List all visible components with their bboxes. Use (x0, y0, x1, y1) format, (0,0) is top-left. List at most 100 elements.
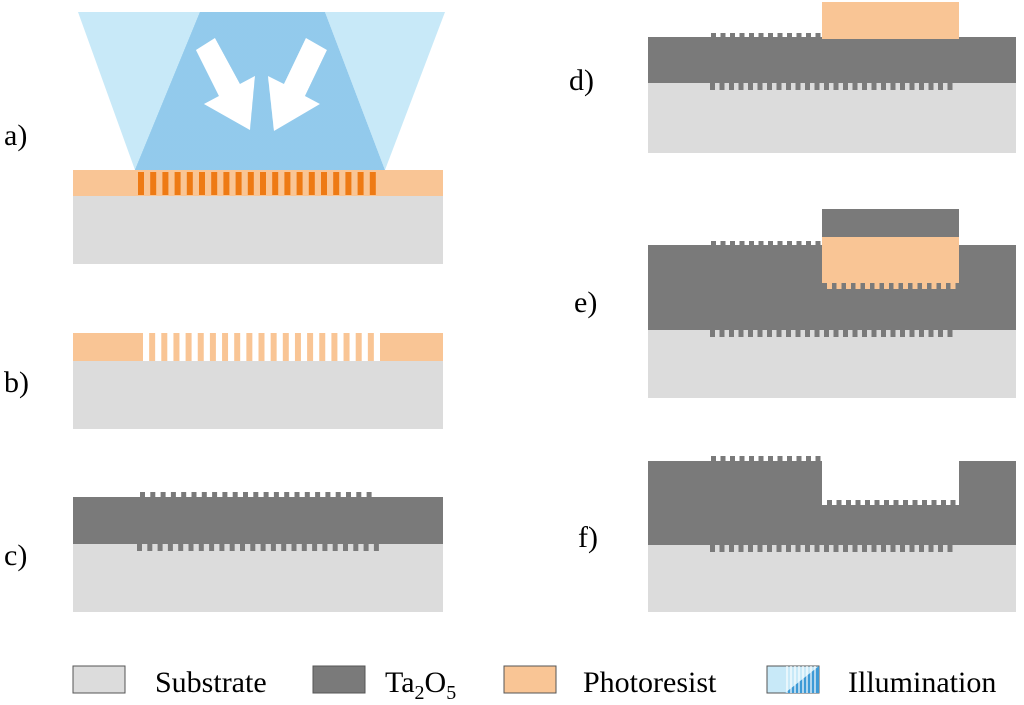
grating-tooth (884, 283, 889, 289)
grating-tooth (871, 545, 877, 552)
grating-tooth (335, 492, 341, 498)
grating-tooth (366, 492, 372, 498)
grating-tooth (855, 283, 861, 289)
ta2o5-cap-e (822, 209, 959, 237)
grating-tooth (805, 545, 810, 552)
grating-tooth (786, 545, 791, 552)
resist-grating-line (173, 333, 180, 361)
resist-grating-line (270, 333, 277, 361)
legend-label-photoresist: Photoresist (583, 666, 717, 699)
photoresist-block-e (822, 237, 959, 283)
grating-tooth (787, 241, 792, 246)
grating-tooth (711, 456, 716, 462)
grating-tooth (776, 330, 782, 337)
grating-tooth (711, 33, 716, 38)
grating-tooth (738, 83, 744, 90)
grating-tooth (871, 330, 877, 337)
panel-b-label: b) (4, 366, 29, 399)
grating-tooth (240, 544, 245, 551)
arrow-left (196, 38, 255, 130)
grating-tooth (739, 456, 745, 462)
legend-swatch-ta2o5 (312, 665, 366, 694)
grating-tooth (170, 492, 176, 498)
grating-tooth (900, 545, 905, 552)
grating-tooth (270, 544, 276, 551)
grating-tooth (941, 500, 946, 506)
grating-tooth (710, 545, 715, 552)
substrate-e (648, 330, 1016, 398)
grating-tooth (833, 545, 839, 552)
grating-tooth (922, 500, 927, 506)
legend-label-substrate: Substrate (155, 666, 267, 699)
exposed-stripe (235, 172, 242, 195)
resist-grating-line (367, 333, 374, 361)
resist-grating-line (343, 333, 350, 361)
grating-tooth (947, 330, 953, 337)
grating-tooth (805, 83, 810, 90)
photoresist-block-d (822, 2, 959, 39)
grating-tooth (806, 33, 811, 38)
grating-teeth-bottom (710, 545, 953, 552)
exposed-stripe (321, 172, 327, 195)
resist-grating-line (161, 333, 168, 361)
grating-tooth (250, 544, 256, 551)
grating-tooth (806, 241, 811, 246)
grating-tooth (931, 283, 937, 289)
grating-tooth (912, 283, 918, 289)
grating-tooth (720, 456, 726, 462)
panel-d: d) (569, 2, 1016, 153)
grating-tooth (776, 83, 782, 90)
grating-tooth (843, 545, 848, 552)
exposed-stripe (174, 172, 181, 195)
legend-swatch-photoresist (503, 665, 557, 694)
grating-tooth (815, 456, 821, 462)
grating-tooth (710, 83, 715, 90)
exposed-stripes (138, 172, 376, 195)
grating-tooth (167, 544, 173, 551)
grating-tooth (201, 492, 207, 498)
grating-tooth (787, 456, 792, 462)
grating-tooth (363, 544, 369, 551)
grating-tooth (767, 545, 772, 552)
grating-tooth (814, 330, 820, 337)
grating-tooth (720, 241, 726, 246)
ta2o5-middle-f (822, 505, 959, 545)
grating-teeth-bottom (710, 330, 953, 337)
grating-teeth-photoresist (827, 283, 956, 289)
grating-tooth (777, 456, 783, 462)
grating-tooth (719, 83, 725, 90)
grating-tooth (284, 492, 290, 498)
grating-teeth-top (711, 33, 821, 38)
grating-tooth (748, 330, 753, 337)
grating-tooth (322, 544, 328, 551)
grating-tooth (212, 492, 218, 498)
grating-tooth (150, 492, 156, 498)
grating-tooth (777, 241, 783, 246)
grating-tooth (767, 330, 772, 337)
panel-f-label: f) (578, 521, 598, 554)
grating-tooth (884, 500, 889, 506)
grating-tooth (758, 33, 764, 38)
resist-grating-line (185, 333, 192, 361)
grating-tooth (356, 492, 362, 498)
grating-tooth (947, 545, 953, 552)
grating-tooth (720, 33, 726, 38)
grating-tooth (881, 545, 886, 552)
resist-grating-line (319, 333, 326, 361)
grating-tooth (846, 283, 851, 289)
grating-teeth-middle (827, 500, 956, 506)
legend-label-ta2o5: Ta2O5 (385, 666, 456, 704)
grating-tooth (938, 330, 943, 337)
grating-tooth (730, 33, 735, 38)
grating-tooth (777, 33, 783, 38)
ta2o5-layer-d (648, 37, 1016, 83)
exposed-stripe (369, 172, 376, 195)
grating-tooth (729, 330, 734, 337)
grating-tooth (222, 492, 228, 498)
grating-tooth (758, 456, 764, 462)
grating-tooth (919, 545, 924, 552)
grating-tooth (836, 500, 842, 506)
grating-tooth (852, 330, 858, 337)
grating-tooth (855, 500, 861, 506)
grating-tooth (922, 283, 927, 289)
